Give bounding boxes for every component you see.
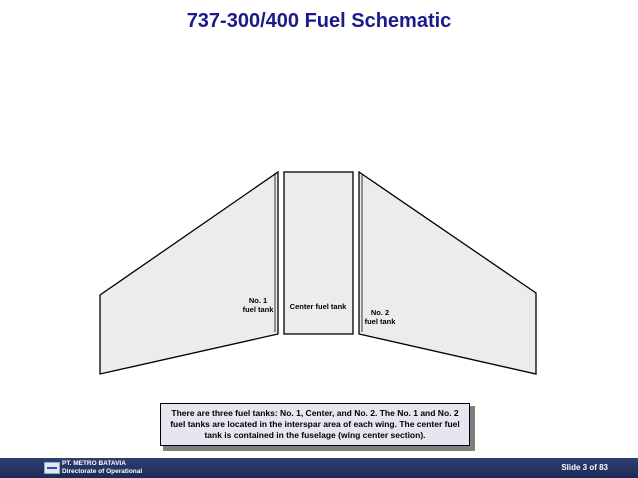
- slide-title: 737-300/400 Fuel Schematic: [186, 10, 452, 32]
- center-fuel-tank: [283, 171, 354, 335]
- no1-tank-label-line1: No. 1: [249, 296, 267, 305]
- no2-tank-label-line2: fuel tank: [365, 317, 397, 326]
- fuel-schematic-diagram: No. 1 fuel tank Center fuel tank No. 2 f…: [99, 170, 537, 375]
- slide-number: Slide 3 of 83: [561, 463, 608, 472]
- logo-stripe: [47, 467, 57, 469]
- footer-bar: PT. METRO BATAVIA Directorate of Operati…: [0, 458, 638, 478]
- no2-tank-label-line1: No. 2: [371, 308, 389, 317]
- info-text-box: There are three fuel tanks: No. 1, Cente…: [160, 403, 470, 446]
- airline-logo-icon: [44, 462, 60, 474]
- center-tank-label: Center fuel tank: [290, 302, 348, 311]
- company-division: Directorate of Operational: [62, 468, 143, 475]
- no1-tank-label-line2: fuel tank: [243, 305, 275, 314]
- company-name: PT. METRO BATAVIA: [62, 460, 126, 467]
- no2-fuel-tank: [358, 170, 537, 375]
- no1-fuel-tank: [99, 170, 279, 375]
- footer-company: PT. METRO BATAVIA Directorate of Operati…: [62, 460, 142, 476]
